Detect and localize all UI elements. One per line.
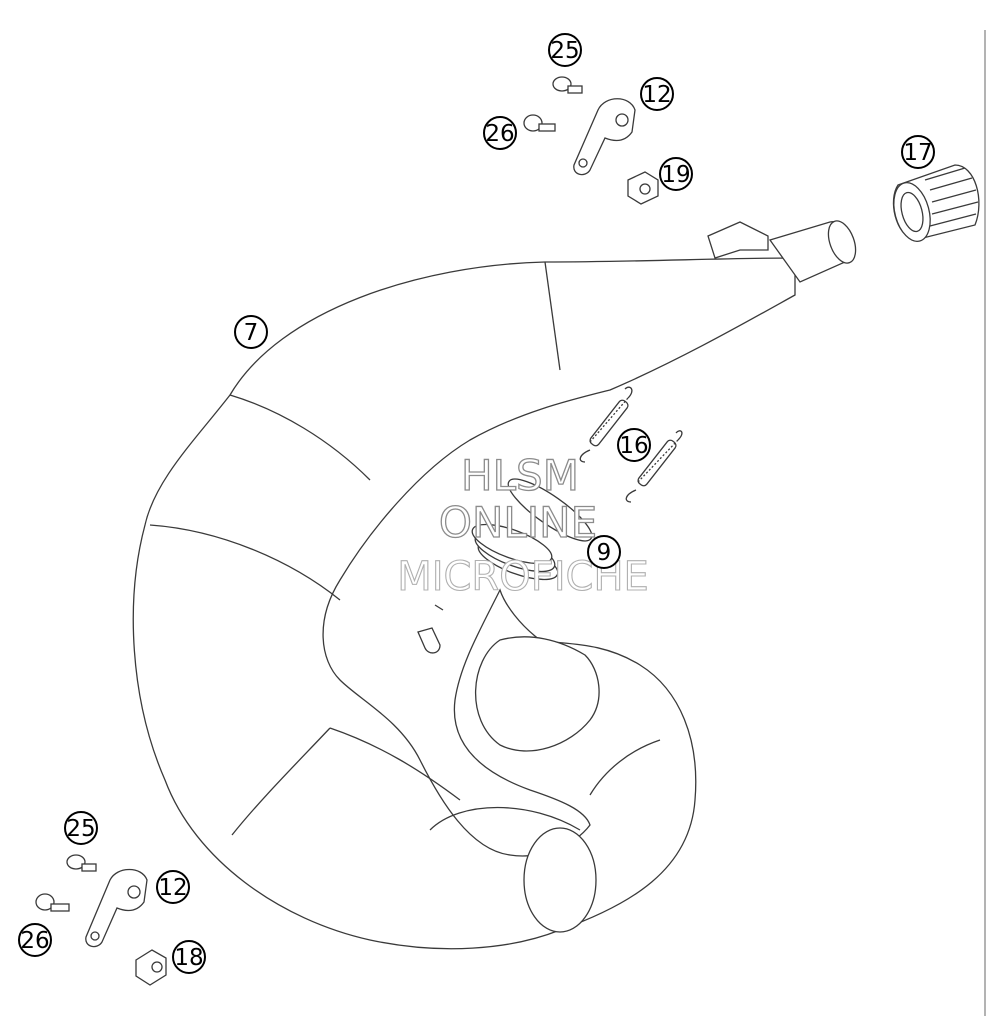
spring-hook-tab-1 [417,627,441,654]
callout-25-top[interactable]: 25 [548,33,582,67]
watermark-line-2: ONLINE [439,498,597,547]
svg-text:7: 7 [244,320,259,346]
clip-nut-18[interactable] [135,949,167,986]
exhaust-sleeve[interactable] [888,164,980,245]
svg-text:19: 19 [661,162,690,188]
svg-text:16: 16 [619,433,648,459]
svg-text:9: 9 [597,540,612,566]
spring-lower[interactable] [625,430,683,503]
pipe-tail-opening [827,220,857,264]
callout-9[interactable]: 9 [587,535,621,569]
callout-12-bottom[interactable]: 12 [156,870,190,904]
pipe-mount-tab [707,221,769,259]
screw-26-bottom[interactable] [35,893,70,912]
exhaust-pipe-inner-loop [474,636,600,752]
clip-nut-19[interactable] [627,171,659,205]
svg-text:18: 18 [174,945,203,971]
seam-line-6 [589,739,661,796]
bracket-12-top[interactable] [573,98,636,176]
seam-line-4 [231,727,331,836]
callout-19[interactable]: 19 [659,157,693,191]
svg-text:25: 25 [66,816,95,842]
callout-18[interactable]: 18 [172,940,206,974]
svg-text:17: 17 [903,140,932,166]
screw-25-top[interactable] [552,76,583,94]
svg-text:12: 12 [158,875,187,901]
bracket-12-bottom[interactable] [85,868,148,948]
seam-line-5 [329,727,461,801]
seam-line-3 [149,524,341,601]
svg-text:26: 26 [20,928,49,954]
callout-16[interactable]: 16 [617,428,651,462]
callout-26-top[interactable]: 26 [483,116,517,150]
callout-26-bottom[interactable]: 26 [18,923,52,957]
svg-text:26: 26 [485,121,514,147]
spring-upper[interactable] [579,386,633,463]
screw-25-bottom[interactable] [66,854,97,872]
callout-7[interactable]: 7 [234,315,268,349]
screw-26-top[interactable] [523,114,556,132]
svg-text:25: 25 [550,38,579,64]
watermark-line-3: MICROFICHE [397,554,649,600]
spring-hook-tab-2 [434,604,444,611]
exhaust-pipe[interactable] [132,217,860,950]
callout-25-bottom[interactable]: 25 [64,811,98,845]
seam-line-1 [544,261,561,371]
pipe-inlet-flange [471,523,559,581]
seam-line-2 [229,394,371,481]
callout-12-top[interactable]: 12 [640,77,674,111]
pipe-outlet-body [429,806,581,831]
svg-text:12: 12 [642,82,671,108]
exhaust-pipe-body [132,257,796,950]
o-ring-gasket[interactable] [501,470,599,550]
watermark-line-1: HLSM [461,451,579,500]
pipe-outlet-end [523,827,597,933]
callout-17[interactable]: 17 [901,135,935,169]
